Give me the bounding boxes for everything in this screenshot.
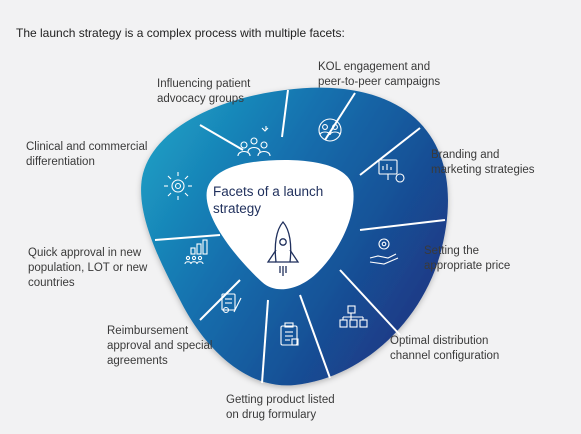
label-line: KOL engagement and: [318, 61, 431, 73]
patient-group-icon: [237, 126, 271, 157]
label-line: peer-to-peer campaigns: [318, 76, 441, 88]
label-line: population, LOT or new: [28, 262, 148, 274]
label-kol-engagement: KOL engagement and peer-to-peer campaign…: [318, 60, 440, 90]
label-line: agreements: [107, 355, 168, 367]
bar-chart-people-icon: [184, 239, 208, 265]
label-line: advocacy groups: [157, 93, 244, 105]
label-line: channel configuration: [390, 350, 500, 362]
center-title-line-1: Facets of a launch: [213, 184, 324, 199]
label-line: Influencing patient: [157, 78, 251, 90]
label-line: differentiation: [26, 156, 95, 168]
people-circle-icon: [318, 118, 342, 142]
label-differentiation: Clinical and commercial differentiation: [26, 140, 147, 170]
label-pricing: Setting the appropriate price: [424, 244, 510, 274]
rocket-icon: [266, 221, 300, 276]
label-line: Optimal distribution: [390, 335, 489, 347]
label-quick-approval: Quick approval in new population, LOT or…: [28, 246, 147, 291]
label-line: appropriate price: [424, 260, 511, 272]
label-patient-advocacy: Influencing patient advocacy groups: [157, 77, 250, 107]
label-line: Setting the: [424, 245, 479, 257]
segment-dividers: [154, 89, 446, 384]
center-title: Facets of a launch strategy: [213, 183, 353, 217]
hand-gear-icon: [369, 238, 399, 265]
label-line: Branding and: [431, 149, 500, 161]
label-line: Reimbursement: [107, 325, 189, 337]
label-formulary: Getting product listed on drug formulary: [226, 393, 335, 423]
network-boxes-icon: [339, 305, 368, 328]
label-line: Quick approval in new: [28, 247, 142, 259]
page-heading: The launch strategy is a complex process…: [16, 26, 345, 40]
center-title-line-2: strategy: [213, 201, 262, 216]
document-pen-icon: [221, 293, 242, 314]
label-branding: Branding and marketing strategies: [431, 148, 535, 178]
label-line: marketing strategies: [431, 164, 535, 176]
label-reimbursement: Reimbursement approval and special agree…: [107, 324, 213, 369]
label-distribution: Optimal distribution channel configurati…: [390, 334, 499, 364]
label-line: approval and special: [107, 340, 213, 352]
marketing-screen-icon: [378, 159, 405, 183]
wheel-center: [206, 160, 354, 290]
label-line: on drug formulary: [226, 409, 317, 421]
label-line: Getting product listed: [226, 394, 335, 406]
label-line: countries: [28, 277, 75, 289]
clipboard-icon: [280, 322, 299, 346]
label-line: Clinical and commercial: [26, 141, 148, 153]
target-arrows-icon: [164, 172, 192, 200]
